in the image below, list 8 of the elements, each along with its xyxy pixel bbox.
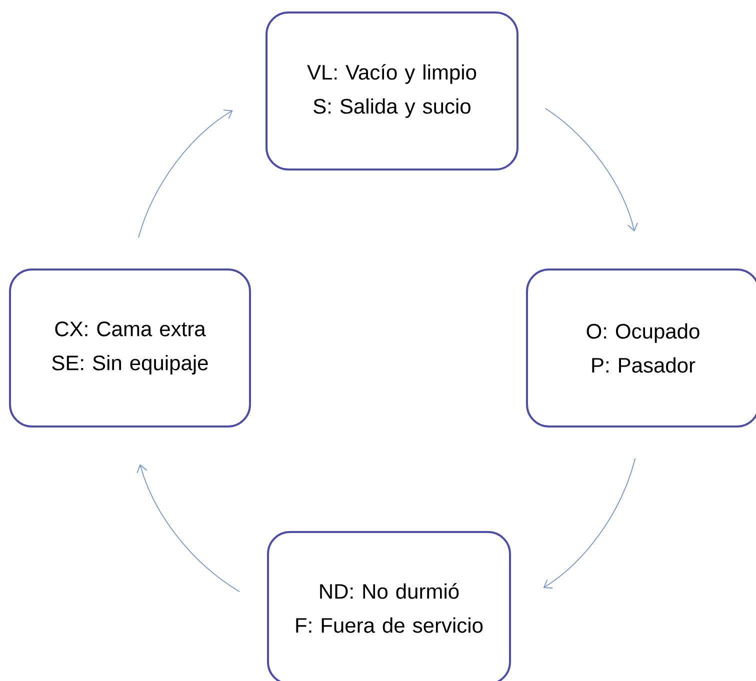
- arrow: [544, 108, 638, 232]
- arrow: [138, 110, 233, 238]
- state-box: CX: Cama extra SE: Sin equipaje: [9, 268, 251, 428]
- arrow: [543, 458, 636, 589]
- arrow: [136, 464, 240, 592]
- state-box: O: Ocupado P: Pasador: [526, 268, 756, 428]
- state-box: ND: No durmió F: Fuera de servicio: [267, 531, 511, 681]
- state-box: VL: Vacío y limpio S: Salida y sucio: [266, 12, 518, 170]
